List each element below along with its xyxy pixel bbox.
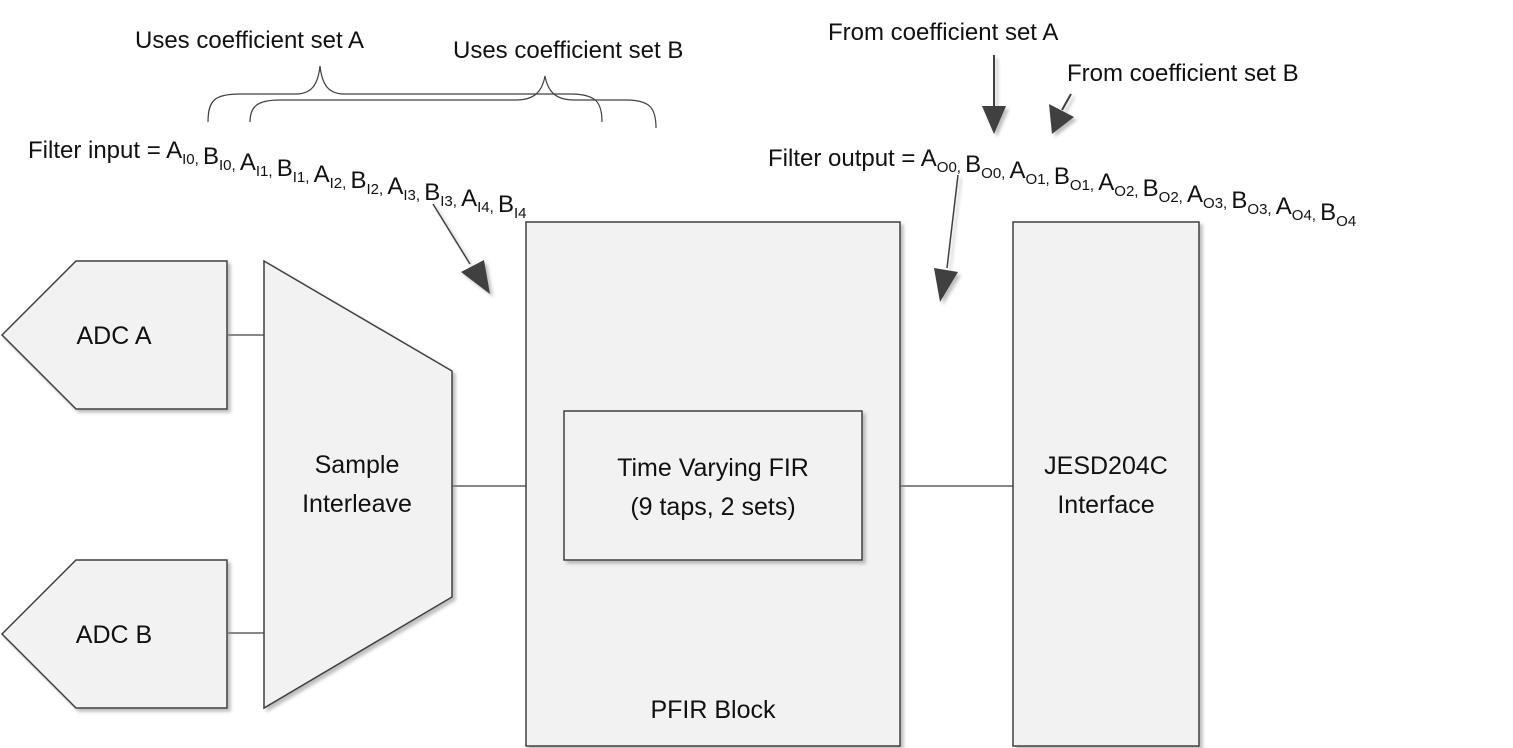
filter-output-term-7-subscript: O3 bbox=[1247, 201, 1267, 218]
filter-input-equation: Filter input = AI0, BI0, AI1, BI1, AI2, … bbox=[28, 137, 526, 222]
filter-output-term-7: B bbox=[1231, 187, 1247, 214]
filter-input-term-9-subscript: I4 bbox=[514, 205, 527, 222]
arrow-from-set-a bbox=[982, 55, 1006, 134]
filter-output-term-1: B bbox=[965, 151, 981, 178]
filter-input-term-6-separator: , bbox=[416, 187, 424, 204]
filter-input-term-1-separator: , bbox=[231, 157, 239, 174]
filter-output-term-0-separator: , bbox=[957, 159, 965, 176]
interleave-label-line1: Sample bbox=[315, 451, 400, 479]
filter-input-term-7: B bbox=[424, 179, 440, 206]
brace-set-a bbox=[207, 65, 603, 123]
sample-interleave-block: Sample Interleave bbox=[263, 259, 453, 710]
fir-label-line1: Time Varying FIR bbox=[617, 454, 809, 482]
filter-input-term-8-subscript: I4 bbox=[477, 199, 490, 216]
filter-output-term-6-separator: , bbox=[1223, 195, 1231, 212]
filter-output-term-4-separator: , bbox=[1134, 183, 1142, 200]
filter-output-equation: Filter output = AO0, BO0, AO1, BO1, AO2,… bbox=[768, 145, 1356, 230]
jesd204c-block: JESD204C Interface bbox=[1012, 221, 1200, 747]
filter-output-term-9-subscript: O4 bbox=[1336, 213, 1356, 230]
filter-input-term-4-separator: , bbox=[342, 175, 350, 192]
filter-input-term-3: B bbox=[277, 155, 293, 182]
filter-output-term-1-separator: , bbox=[1001, 165, 1009, 182]
filter-input-term-1: B bbox=[203, 143, 219, 170]
filter-input-term-5: B bbox=[350, 167, 366, 194]
filter-input-term-7-separator: , bbox=[453, 193, 461, 210]
from-set-a-label: From coefficient set A bbox=[828, 19, 1058, 46]
filter-input-term-7-subscript: I3 bbox=[440, 193, 453, 210]
uses-set-b-label: Uses coefficient set B bbox=[453, 37, 683, 64]
uses-set-a-label: Uses coefficient set A bbox=[135, 27, 364, 54]
filter-output-term-7-separator: , bbox=[1267, 201, 1275, 218]
filter-input-term-3-separator: , bbox=[305, 169, 313, 186]
filter-output-term-2-separator: , bbox=[1046, 171, 1054, 188]
filter-input-term-2-separator: , bbox=[268, 163, 276, 180]
filter-output-term-8-separator: , bbox=[1312, 207, 1320, 224]
filter-output-term-5-subscript: O2 bbox=[1159, 189, 1179, 206]
filter-input-term-0-separator: , bbox=[195, 151, 203, 168]
filter-output-term-6-subscript: O3 bbox=[1203, 195, 1223, 212]
filter-output-term-2: A bbox=[1010, 157, 1026, 184]
arrow-input-to-pfir bbox=[432, 203, 490, 294]
filter-output-term-3-subscript: O1 bbox=[1070, 177, 1090, 194]
filter-output-term-8-subscript: O4 bbox=[1292, 207, 1312, 224]
filter-output-term-5: B bbox=[1143, 175, 1159, 202]
arrow-pfir-to-output bbox=[934, 174, 959, 302]
filter-output-term-4: A bbox=[1098, 169, 1114, 196]
adc-a-label: ADC A bbox=[76, 322, 151, 350]
filter-output-term-4-subscript: O2 bbox=[1114, 183, 1134, 200]
filter-input-term-0-subscript: I0 bbox=[182, 151, 195, 168]
filter-output-term-3: B bbox=[1054, 163, 1070, 190]
from-set-b-label: From coefficient set B bbox=[1067, 60, 1299, 87]
filter-input-term-2: A bbox=[240, 149, 256, 176]
interleave-label-line2: Interleave bbox=[302, 490, 412, 518]
adc-b-block: ADC B bbox=[0, 559, 228, 709]
jesd-label-line1: JESD204C bbox=[1044, 452, 1168, 480]
jesd-label-line2: Interface bbox=[1057, 491, 1154, 519]
adc-b-label: ADC B bbox=[76, 621, 152, 649]
filter-input-term-6-subscript: I3 bbox=[403, 187, 416, 204]
filter-output-term-5-separator: , bbox=[1179, 189, 1187, 206]
filter-output-prefix: Filter output = bbox=[768, 145, 921, 172]
filter-output-term-1-subscript: O0 bbox=[981, 165, 1001, 182]
filter-output-term-0: A bbox=[921, 145, 937, 172]
filter-input-term-6: A bbox=[387, 173, 403, 200]
filter-input-term-2-subscript: I1 bbox=[256, 163, 269, 180]
filter-input-term-8: A bbox=[461, 185, 477, 212]
filter-input-term-5-subscript: I2 bbox=[366, 181, 379, 198]
filter-output-term-0-subscript: O0 bbox=[937, 159, 957, 176]
time-varying-fir-block: Time Varying FIR (9 taps, 2 sets) bbox=[563, 410, 863, 561]
filter-input-term-5-separator: , bbox=[379, 181, 387, 198]
filter-input-term-8-separator: , bbox=[490, 199, 498, 216]
filter-input-term-3-subscript: I1 bbox=[293, 169, 306, 186]
filter-input-prefix: Filter input = bbox=[28, 137, 166, 164]
filter-output-term-2-subscript: O1 bbox=[1026, 171, 1046, 188]
filter-input-term-1-subscript: I0 bbox=[219, 157, 232, 174]
filter-input-term-4: A bbox=[314, 161, 330, 188]
pfir-label: PFIR Block bbox=[650, 696, 776, 724]
fir-label-line2: (9 taps, 2 sets) bbox=[630, 493, 795, 521]
filter-output-term-8: A bbox=[1276, 193, 1292, 220]
adc-a-block: ADC A bbox=[0, 260, 228, 410]
arrow-from-set-b bbox=[1049, 93, 1074, 134]
filter-output-term-3-separator: , bbox=[1090, 177, 1098, 194]
brace-set-b bbox=[249, 75, 657, 129]
filter-input-term-9: B bbox=[498, 191, 514, 218]
filter-input-term-0: A bbox=[166, 137, 182, 164]
filter-input-term-4-subscript: I2 bbox=[330, 175, 343, 192]
filter-output-term-9: B bbox=[1320, 199, 1336, 226]
filter-output-term-6: A bbox=[1187, 181, 1203, 208]
